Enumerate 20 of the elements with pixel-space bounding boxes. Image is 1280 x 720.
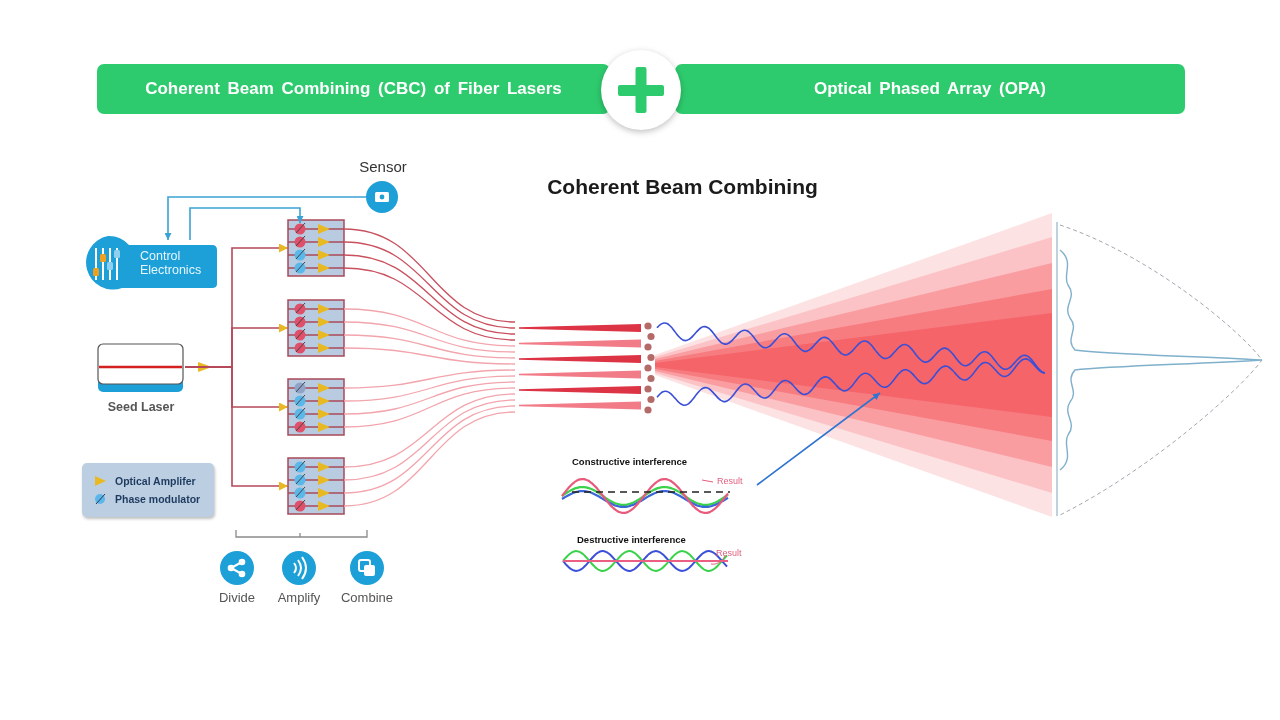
node-label: Control Electronics (140, 249, 203, 277)
step-label: Combine (340, 590, 394, 605)
arrow (189, 207, 304, 241)
result-label: Result (716, 548, 743, 558)
wave-title: Destructive interference (577, 534, 687, 545)
arrow (164, 196, 367, 241)
diagram-title: Coherent Beam Combining (546, 175, 819, 199)
banner-label: Optical Phased Array (OPA) (814, 79, 1046, 99)
banner-label: Coherent Beam Combining (CBC) of Fiber Lasers (145, 79, 562, 99)
result-label: Result (717, 476, 743, 486)
title-banner (97, 64, 610, 114)
step-label: Amplify (276, 590, 322, 605)
title-banner (675, 64, 1185, 114)
legend-label: Phase modulator (115, 493, 201, 505)
arrow (756, 392, 881, 486)
node-label: Seed Laser (106, 400, 176, 414)
inset-title: Constructive interference (572, 456, 688, 467)
node-label: Sensor (358, 158, 408, 175)
step-label: Divide (217, 590, 257, 605)
legend-label: Optical Amplifer (115, 475, 196, 487)
